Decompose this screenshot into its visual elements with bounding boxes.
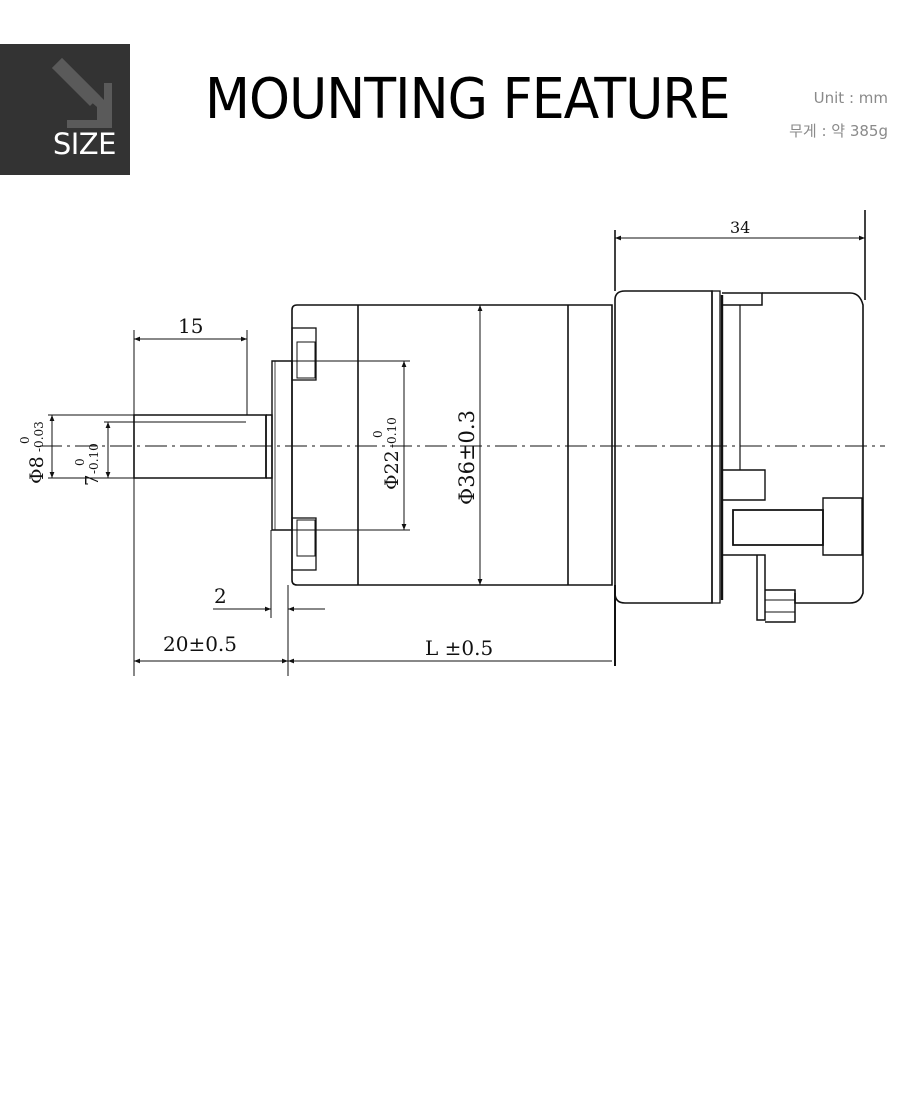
svg-text:0: 0 (371, 430, 385, 438)
dim-gearbox-length: L ±0.5 (425, 636, 493, 660)
unit-label: Unit : mm (813, 89, 888, 107)
page-title: MOUNTING FEATURE (205, 67, 731, 132)
dim-body-diameter: Φ36±0.3 (455, 410, 479, 505)
svg-text:-0.10: -0.10 (87, 443, 101, 474)
svg-text:-0.03: -0.03 (32, 421, 46, 452)
svg-text:-0.10: -0.10 (385, 417, 399, 448)
dim-pilot-diameter: Φ22 (381, 450, 403, 490)
dim-shaft-length: 15 (178, 314, 203, 338)
dim-shaft-overall: 20±0.5 (163, 632, 237, 656)
dim-shaft-diameter: Φ8 (26, 456, 48, 484)
dim-motor-length: 34 (730, 218, 750, 237)
mounting-drawing: 15 34 2 20±0.5 L ±0.5 Φ8 0 -0.03 7 0 -0.… (18, 210, 885, 676)
size-label: SIZE (52, 127, 117, 161)
dim-shaft-flat: 7 (82, 475, 103, 486)
svg-text:0: 0 (18, 436, 32, 444)
dim-pilot-height: 2 (214, 584, 227, 608)
size-badge: SIZE (0, 44, 130, 175)
svg-text:0: 0 (73, 458, 87, 466)
weight-label: 무게 : 약 385g (789, 122, 888, 140)
arrow-down-right-icon (52, 58, 112, 128)
